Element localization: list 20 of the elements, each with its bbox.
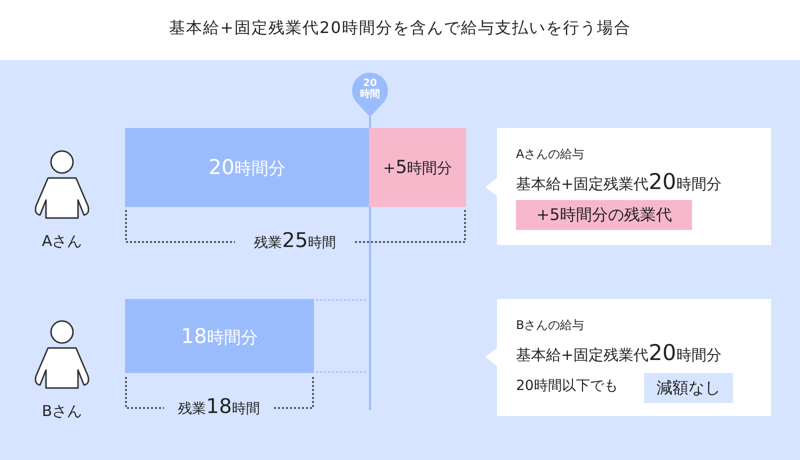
- marker-pin: [350, 72, 390, 117]
- card-heading: Bさんの給与: [516, 317, 584, 334]
- person-label: Aさん: [40, 232, 84, 251]
- card-text: 基本給+固定残業代20時間分: [516, 341, 722, 366]
- person-label: Bさん: [40, 402, 84, 421]
- highlight-tag: 減額なし: [644, 373, 733, 403]
- bar-segment: [125, 128, 369, 207]
- highlight-tag: +5時間分の残業代: [516, 200, 692, 230]
- card-heading: Aさんの給与: [516, 146, 584, 163]
- card-text: 20時間以下でも: [516, 377, 618, 395]
- bar-label: 18時間分: [180, 323, 259, 350]
- bar-segment: [369, 128, 466, 207]
- title: 基本給+固定残業代20時間分を含んで給与支払いを行う場合: [168, 18, 632, 39]
- bar-segment: [125, 299, 314, 373]
- bar-label: +5時間分: [382, 156, 454, 180]
- pin-label: 20時間: [359, 78, 381, 100]
- dimension-label: 残業25時間: [253, 228, 337, 252]
- bar-label: 20時間分: [208, 154, 286, 181]
- card-text: 基本給+固定残業代20時間分: [516, 170, 722, 195]
- dimension-label: 残業18時間: [177, 394, 261, 418]
